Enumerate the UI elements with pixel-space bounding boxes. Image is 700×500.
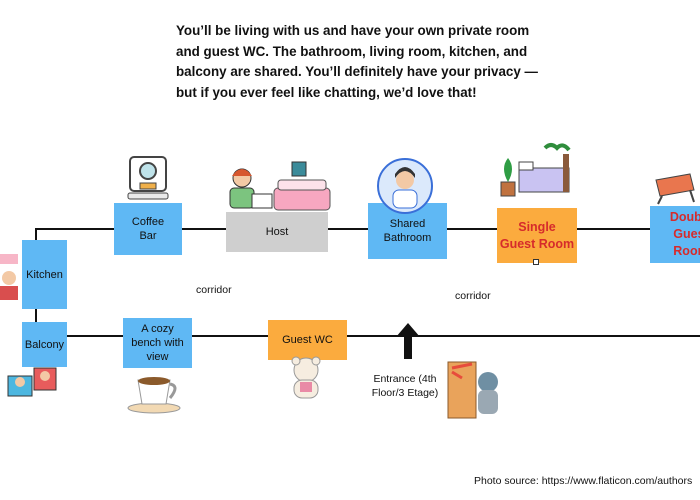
coffee-cup-icon [127, 377, 181, 414]
double-guest-room[interactable]: Double Guest Room [650, 206, 700, 263]
cozy-bench-label: A cozy bench with view [131, 323, 184, 363]
kitchen-label: Kitchen [26, 268, 63, 281]
photo-credit: Photo source: https://www.flaticon.com/a… [474, 475, 693, 487]
coffee-bar-room[interactable]: Coffee Bar [114, 203, 182, 255]
open-door-icon [447, 361, 498, 419]
entrance-label: Entrance (4th Floor/3 Etage) [371, 373, 439, 399]
cozy-bench-area[interactable]: A cozy bench with view [123, 318, 192, 368]
kitchen-room[interactable]: Kitchen [22, 240, 67, 309]
armchair-icon [655, 173, 695, 205]
balcony-room[interactable]: Balcony [22, 322, 67, 367]
double-guest-room-label: Double Guest Room [669, 210, 700, 258]
bathroom-person-icon [377, 158, 433, 214]
balcony-label: Balcony [24, 338, 65, 351]
guest-wc-label: Guest WC [282, 334, 333, 346]
guest-wc-room[interactable]: Guest WC [268, 320, 347, 360]
coffee-bar-label: Coffee Bar [131, 216, 165, 242]
balcony-people-icon [7, 367, 57, 397]
intro-text: You’ll be living with us and have your o… [176, 23, 538, 100]
host-room[interactable]: Host [226, 212, 328, 252]
corridor-line-bottom [36, 335, 700, 337]
kitchen-illustration-icon [0, 254, 18, 300]
teddy-bear-icon [291, 356, 321, 399]
coffee-machine-icon [127, 156, 169, 200]
corridor-label-left: corridor [196, 284, 232, 296]
host-desk-illustration-icon [229, 161, 331, 211]
resize-handle[interactable] [533, 259, 539, 265]
single-guest-room-label: Single Guest Room [499, 219, 575, 251]
bed-with-plants-icon [500, 143, 571, 197]
shared-bathroom-label: Shared Bathroom [383, 218, 432, 244]
entrance-arrow-icon [396, 323, 420, 359]
corridor-label-right: corridor [455, 290, 491, 302]
host-label: Host [265, 226, 289, 238]
single-guest-room[interactable]: Single Guest Room [497, 208, 577, 263]
